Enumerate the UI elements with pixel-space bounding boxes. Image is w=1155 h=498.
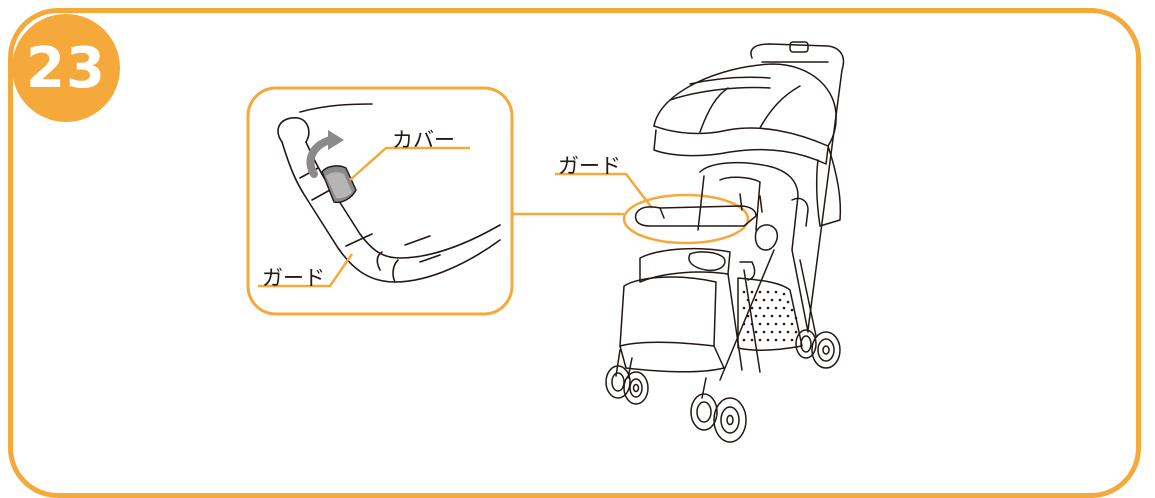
wheel-rear-right bbox=[796, 330, 840, 368]
cover-label: カバー bbox=[392, 124, 455, 154]
guard-detail-label: ガード bbox=[262, 262, 325, 292]
wheel-front-right bbox=[691, 394, 746, 442]
wheel-front-left bbox=[606, 366, 648, 404]
guard-label: ガード bbox=[558, 150, 621, 180]
stroller bbox=[616, 42, 843, 398]
wheels bbox=[606, 330, 840, 442]
illustration bbox=[0, 0, 1155, 471]
guard-highlight bbox=[624, 195, 748, 243]
